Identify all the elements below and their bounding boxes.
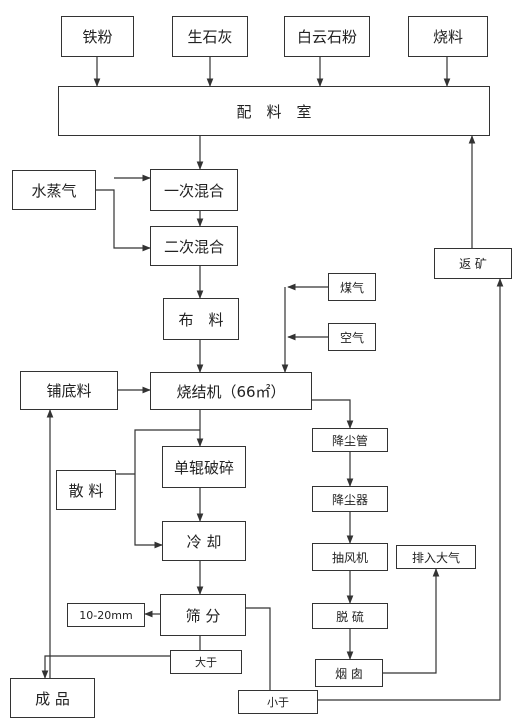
sintering-machine-box: 烧结机（66㎡） <box>150 372 312 410</box>
screening-box: 筛 分 <box>160 594 246 636</box>
first-mixing-box: 一次混合 <box>150 169 238 211</box>
to-atmosphere-box: 排入大气 <box>396 545 476 569</box>
air-box: 空气 <box>328 323 376 351</box>
line-steam-split <box>96 189 151 252</box>
arrow-smaller-to-return <box>318 278 504 701</box>
dust-pipe-box: 降尘管 <box>312 428 388 452</box>
larger-than-box: 大于 <box>170 650 242 674</box>
hearth-layer-box: 铺底料 <box>20 371 118 410</box>
finished-product-box: 成 品 <box>10 678 95 718</box>
exhaust-fan-box: 抽风机 <box>312 543 388 571</box>
size-10-20-box: 10-20mm <box>67 603 145 627</box>
desulfurization-box: 脱 硫 <box>312 603 388 629</box>
steam-box: 水蒸气 <box>12 170 96 210</box>
line-sinter-bypass <box>134 429 200 549</box>
iron-powder-box: 铁粉 <box>61 16 134 57</box>
fuel-box: 烧料 <box>408 16 488 57</box>
smaller-than-box: 小于 <box>238 690 318 714</box>
dolomite-powder-box: 白云石粉 <box>284 16 370 57</box>
arrow-larger-to-product <box>41 655 200 679</box>
spillage-box: 散 料 <box>56 470 116 510</box>
chimney-box: 烟 囱 <box>315 659 383 687</box>
arrow-sinter-to-dustpipe <box>312 399 354 429</box>
arrow-chimney-to-atmosphere <box>383 568 440 674</box>
batching-room-box: 配 料 室 <box>58 86 490 136</box>
cooling-box: 冷 却 <box>162 521 246 561</box>
dust-collector-box: 降尘器 <box>312 486 388 512</box>
arrow-screening-to-smaller <box>246 607 277 704</box>
gas-box: 煤气 <box>328 273 376 301</box>
distribution-box: 布 料 <box>163 298 239 340</box>
second-mixing-box: 二次混合 <box>150 226 238 266</box>
quicklime-box: 生石灰 <box>172 16 248 57</box>
single-roll-crusher-box: 单辊破碎 <box>162 446 246 488</box>
return-ore-box: 返 矿 <box>434 248 512 279</box>
